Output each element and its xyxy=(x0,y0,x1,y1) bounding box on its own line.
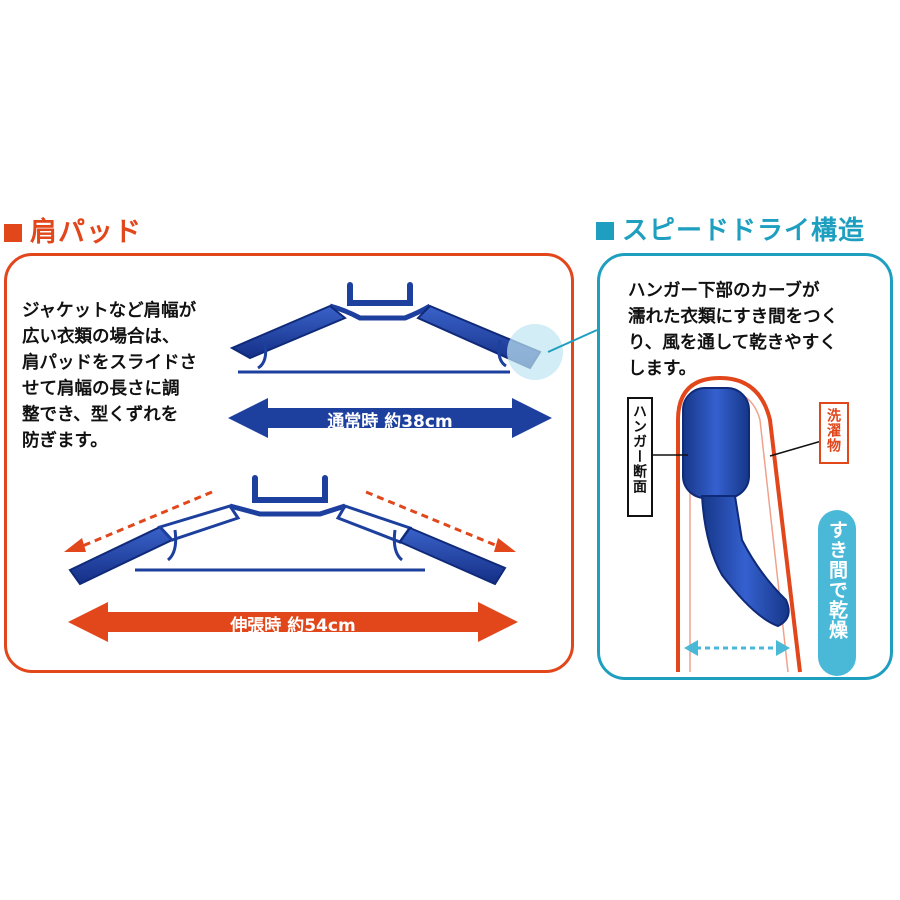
extended-width-arrow xyxy=(68,602,518,642)
cross-section-diagram xyxy=(627,375,856,676)
shoulder-pad-panel xyxy=(4,253,574,673)
slide-arrowhead-right xyxy=(494,538,516,552)
hanger-clip xyxy=(166,529,404,562)
gap-label: すき間で乾燥 xyxy=(826,520,848,640)
hanger-clip xyxy=(257,339,507,370)
square-bullet-icon xyxy=(4,224,22,242)
speed-dry-description: ハンガー下部のカーブが 濡れた衣類にすき間をつく り、風を通して乾きやすく しま… xyxy=(628,281,839,379)
hanger-cross-section-top xyxy=(682,387,750,499)
normal-width-label: 通常時 約38cm xyxy=(327,412,453,432)
zoom-highlight xyxy=(507,324,563,380)
callout-line xyxy=(547,329,598,353)
hanger-extended xyxy=(64,475,516,586)
normal-width-arrow xyxy=(228,398,552,438)
hanger-hook xyxy=(347,282,413,306)
laundry-label-box xyxy=(819,402,849,464)
slide-dash-right xyxy=(365,490,501,549)
laundry-leader xyxy=(769,439,826,457)
shoulder-pad-left xyxy=(229,304,347,360)
hanger-curve-bottom xyxy=(700,495,790,628)
gap-arrowhead-left xyxy=(684,640,698,656)
shoulder-pad-heading-text: 肩パッド xyxy=(30,217,142,248)
extended-width-label: 伸張時 約54cm xyxy=(230,616,356,636)
cross-section-label-box xyxy=(627,397,653,517)
cross-section-label: ハンガー断面 xyxy=(631,404,647,494)
slide-arrowhead-left xyxy=(64,538,86,552)
hanger-neck xyxy=(329,303,432,321)
speed-dry-heading-text: スピードドライ構造 xyxy=(622,216,866,246)
hanger-hook xyxy=(252,475,328,503)
shoulder-pad-left xyxy=(68,525,174,586)
hanger-arm-left xyxy=(157,504,241,542)
shoulder-pad-right xyxy=(398,526,507,586)
laundry-label: 洗濯物 xyxy=(825,408,841,453)
speed-dry-panel xyxy=(597,253,893,680)
hanger-normal xyxy=(229,282,598,380)
speed-dry-heading: スピードドライ構造 xyxy=(596,210,865,247)
hanger-neck xyxy=(229,503,346,517)
square-bullet-icon xyxy=(596,222,614,240)
shoulder-pad-description: ジャケットなど肩幅が 広い衣類の場合は、 肩パッドをスライドさ せて肩幅の長さに… xyxy=(22,301,197,451)
gap-arrowhead-right xyxy=(776,640,790,656)
gap-label-pill xyxy=(818,510,856,676)
shoulder-pad-heading: 肩パッド xyxy=(4,210,142,249)
laundry-outline xyxy=(676,375,802,673)
hanger-arm-right xyxy=(335,504,413,544)
